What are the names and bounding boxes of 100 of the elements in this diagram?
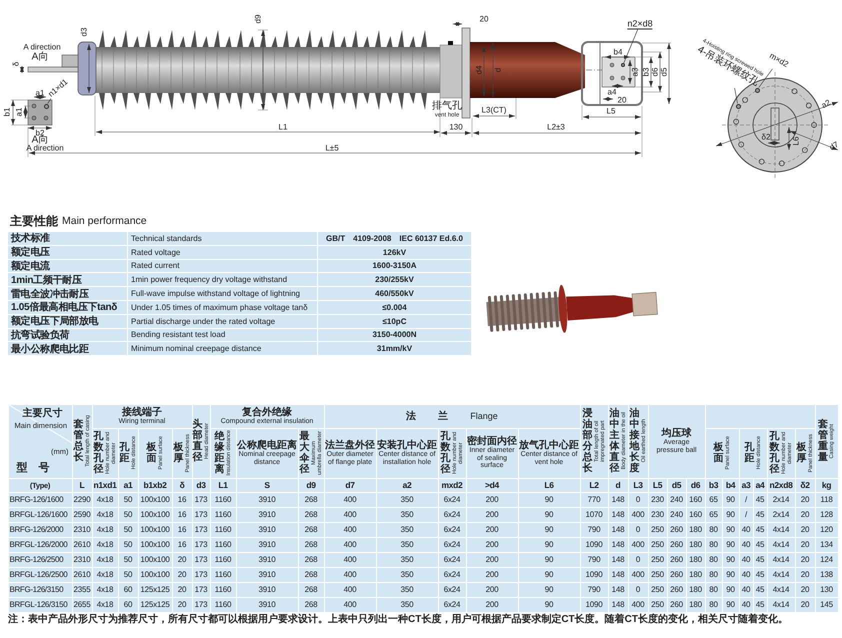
table-cell: 268 [298, 552, 324, 566]
table-cell: 2x14 [768, 508, 794, 522]
table-cell: 50 [118, 552, 138, 566]
table-cell: 90 [722, 508, 738, 522]
table-cell: 1min工频干耐压 [8, 273, 127, 286]
table-cell: 260 [668, 552, 686, 566]
table-cell: 118 [816, 492, 838, 506]
table-cell: b3 [706, 478, 722, 492]
table-cell: BRFGL-126/2000 [8, 538, 72, 552]
table-cell: 4x14 [768, 598, 794, 612]
table-cell: 268 [298, 538, 324, 552]
table-cell: b1xb2 [138, 478, 172, 492]
table-cell: BRFGL-126/1600 [8, 508, 72, 522]
table-cell: 173 [192, 538, 210, 552]
table-cell: 400 [628, 568, 648, 582]
table-cell: 65 [706, 492, 722, 506]
table-cell: 90 [722, 522, 738, 536]
table-cell: 250 [648, 538, 666, 552]
table-cell: n1xd1 [92, 478, 118, 492]
callout-label: n2×d8 [627, 18, 653, 30]
table-cell: 50 [118, 568, 138, 582]
table-cell: d6 [686, 478, 704, 492]
table-cell: 60 [118, 598, 138, 612]
table-cell: 6x24 [438, 582, 466, 596]
table-cell: 100x100 [138, 492, 172, 506]
table-cell: 2x14 [768, 492, 794, 506]
table-cell: 173 [192, 492, 210, 506]
table-cell: 148 [608, 508, 628, 522]
table-cell: 6x24 [438, 552, 466, 566]
table-cell: 400 [628, 538, 648, 552]
table-cell: 350 [376, 598, 438, 612]
table-cell: 0 [628, 492, 648, 506]
table-cell: 260 [668, 568, 686, 582]
table-cell: 180 [686, 598, 704, 612]
table-cell: 148 [608, 492, 628, 506]
table-cell: 16 [172, 508, 192, 522]
table-cell: 124 [816, 552, 838, 566]
table-cell: 雷电全波冲击耐压 [8, 287, 127, 300]
table-cell: 1min power frequency dry voltage withstand [128, 273, 317, 286]
table-cell: 148 [608, 552, 628, 566]
dimension-label: A direction [26, 144, 64, 152]
table-cell: 45 [754, 508, 766, 522]
table-cell: 350 [376, 522, 438, 536]
table-cell: BRFG-126/2000 [8, 522, 72, 536]
table-cell: 3910 [236, 522, 298, 536]
header-text: 孔距 [744, 442, 754, 464]
header-text: 孔数孔径 [440, 431, 450, 475]
table-cell: 65 [706, 508, 722, 522]
table-cell: 173 [192, 568, 210, 582]
table-cell: 90 [722, 492, 738, 506]
table-cell: 1160 [210, 492, 236, 506]
table-cell: 230 [648, 508, 666, 522]
header-text: Flange [470, 411, 498, 421]
dimension-label: d3 [80, 28, 88, 36]
table-cell: 770 [580, 492, 608, 506]
table-cell: 268 [298, 582, 324, 596]
table-cell: 400 [324, 582, 376, 596]
table-cell: 0 [628, 522, 648, 536]
dimension-label: A向 [32, 52, 48, 62]
table-cell: 4x18 [92, 568, 118, 582]
dimension-label: d7 [828, 140, 840, 152]
header-text: 公称爬电距离 [237, 440, 297, 451]
table-cell: 1160 [210, 598, 236, 612]
table-cell: kg [816, 478, 838, 492]
table-cell: 134 [816, 538, 838, 552]
table-cell: 173 [192, 522, 210, 536]
table-cell: 2610 [72, 568, 92, 582]
table-cell: 20 [172, 598, 192, 612]
table-cell: L5 [648, 478, 666, 492]
table-cell: 400 [628, 598, 648, 612]
table-cell: 45 [754, 492, 766, 506]
header-text: 板厚 [174, 442, 184, 464]
table-cell: GB/T 4109-2008 IEC 60137 Ed.6.0 [318, 232, 471, 245]
table-cell: BRFG-126/2500 [8, 552, 72, 566]
table-cell: 400 [324, 492, 376, 506]
table-cell: δ [172, 478, 192, 492]
dimension-label: a4 [608, 88, 616, 96]
table-cell: d9 [298, 478, 324, 492]
table-cell: a1 [118, 478, 138, 492]
table-cell: 2610 [72, 538, 92, 552]
table-cell: 125x125 [138, 582, 172, 596]
table-cell: 20 [172, 582, 192, 596]
table-cell: BRFG-126/3150 [8, 582, 72, 596]
table-cell: n2xd8 [768, 478, 794, 492]
table-cell: 31mm/kV [318, 342, 471, 356]
table-cell: 148 [608, 522, 628, 536]
table-cell: 230/255kV [318, 273, 471, 286]
table-cell: d5 [668, 478, 686, 492]
table-cell: 400 [324, 552, 376, 566]
table-cell: 4x18 [92, 492, 118, 506]
table-cell: 40 [740, 582, 752, 596]
header-text: 密封面内径 [467, 436, 517, 448]
table-cell: 90 [518, 568, 580, 582]
table-cell: 350 [376, 568, 438, 582]
table-cell: 2655 [72, 598, 92, 612]
table-cell: Rated current [128, 260, 317, 272]
table-cell: 3150-4000N [318, 328, 471, 342]
dimension-label: L3(CT) [482, 106, 506, 114]
header-text: 绝缘距离 [214, 431, 224, 475]
table-cell: 100x100 [138, 552, 172, 566]
